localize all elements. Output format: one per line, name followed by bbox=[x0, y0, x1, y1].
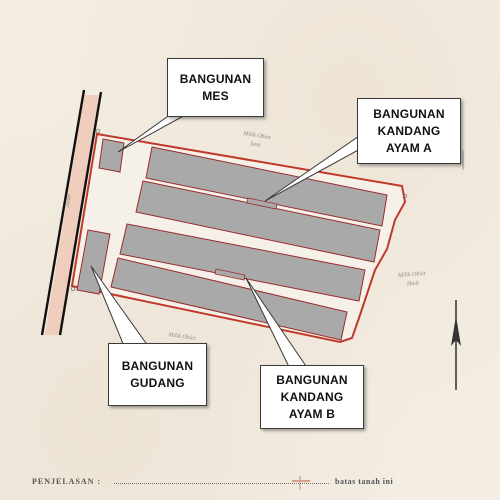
building-gudang bbox=[76, 229, 111, 295]
connector-kandang-a bbox=[246, 197, 278, 210]
road-strip bbox=[45, 95, 99, 335]
callout-line: KANDANG bbox=[280, 389, 344, 404]
building-kandang-row-1 bbox=[145, 146, 388, 227]
legend-boundary-swatch bbox=[292, 480, 310, 482]
callout-line: BANGUNAN bbox=[179, 71, 252, 86]
callout-line: KANDANG bbox=[377, 123, 441, 138]
callout-line: GUDANG bbox=[130, 375, 185, 390]
legend-boundary-label: batas tanah ini bbox=[335, 477, 394, 486]
boundary-mark bbox=[95, 128, 101, 134]
legend-dotted-line bbox=[114, 475, 329, 484]
legend-title: PENJELASAN : bbox=[32, 477, 102, 486]
road-line-left bbox=[40, 89, 86, 336]
callout-bangunan-mes: BANGUNAN MES bbox=[167, 58, 264, 117]
road-line-right bbox=[58, 91, 103, 336]
building-kandang-row-4 bbox=[110, 257, 348, 341]
handwritten-note: Hadi bbox=[406, 280, 420, 288]
boundary-mark bbox=[402, 193, 408, 199]
north-arrow-icon bbox=[451, 300, 461, 390]
callout-bangunan-kandang-ayam-b: BANGUNAN KANDANG AYAM B bbox=[260, 365, 364, 429]
callout-bangunan-kandang-ayam-a: BANGUNAN KANDANG AYAM A bbox=[357, 98, 461, 164]
callout-line: BANGUNAN bbox=[276, 372, 348, 387]
callout-line: AYAM B bbox=[288, 406, 336, 421]
callout-line: BANGUNAN bbox=[373, 106, 445, 121]
callout-line: BANGUNAN bbox=[121, 358, 194, 373]
building-mes bbox=[98, 138, 125, 173]
building-kandang-row-2 bbox=[135, 180, 381, 263]
connector-kandang-b bbox=[214, 268, 246, 281]
boundary-mark bbox=[70, 286, 76, 292]
legend: PENJELASAN : batas tanah ini bbox=[32, 474, 482, 490]
callout-bangunan-gudang: BANGUNAN GUDANG bbox=[108, 343, 207, 406]
building-kandang-row-3 bbox=[119, 223, 366, 302]
callout-line: MES bbox=[202, 88, 229, 103]
callout-line: AYAM A bbox=[386, 140, 432, 155]
